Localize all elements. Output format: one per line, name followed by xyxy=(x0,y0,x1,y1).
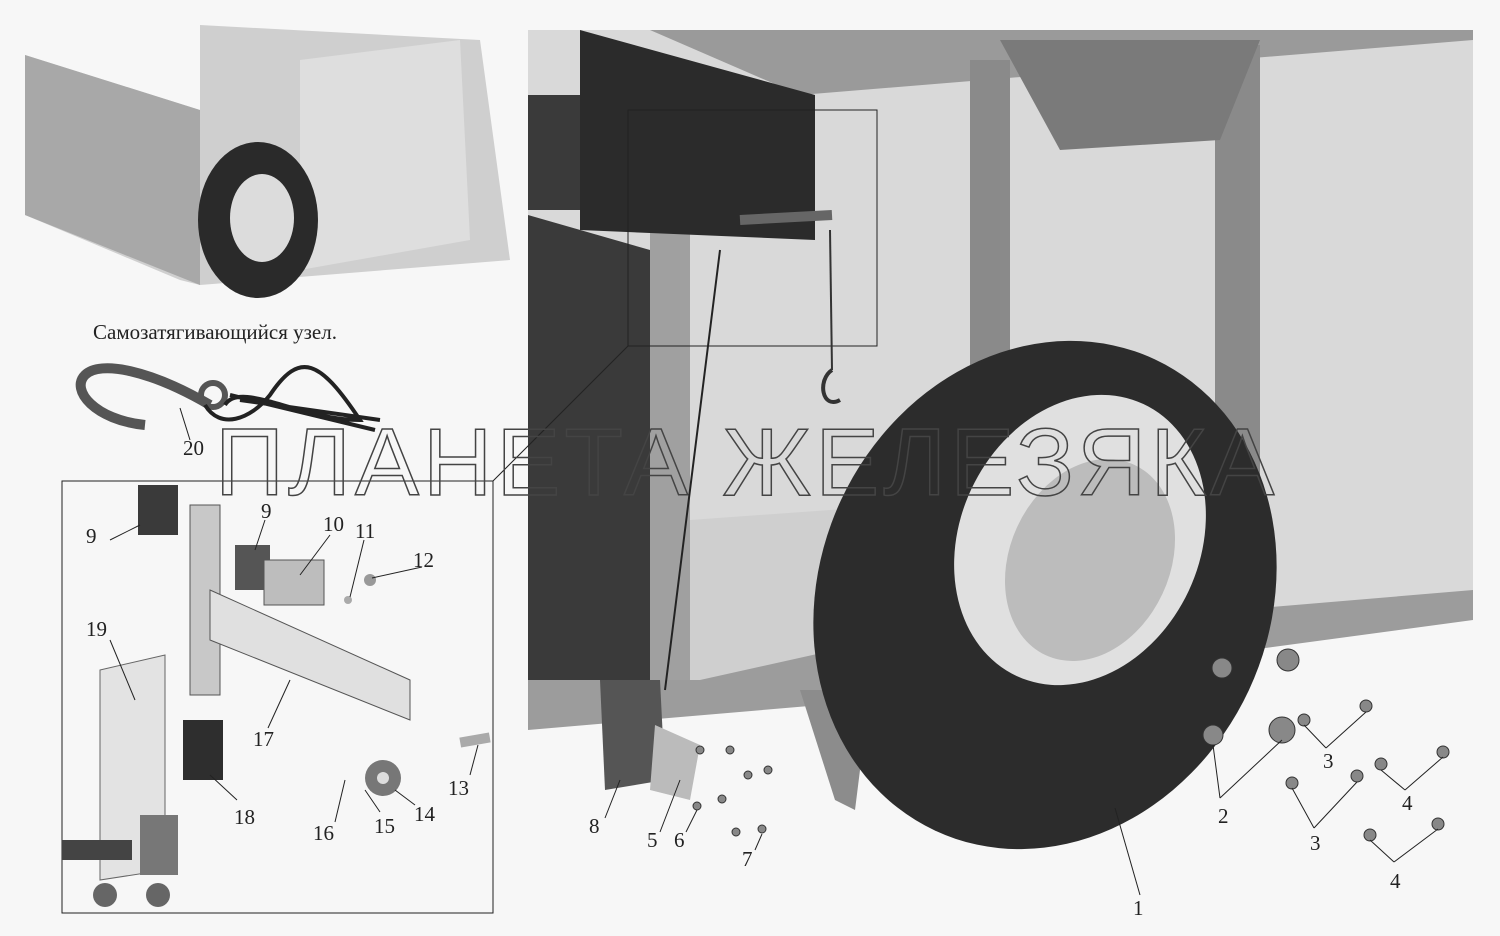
callout-labels: 1 2 3 3 4 4 5 6 7 8 9 9 10 11 12 13 14 1… xyxy=(86,436,1413,920)
detail-parts xyxy=(62,485,491,907)
callout-14: 14 xyxy=(414,802,436,826)
callout-15: 15 xyxy=(374,814,395,838)
callout-10: 10 xyxy=(323,512,344,536)
callout-12: 12 xyxy=(413,548,434,572)
callout-9: 9 xyxy=(86,524,97,548)
hook-with-knot xyxy=(75,363,381,441)
callout-3: 3 xyxy=(1310,831,1321,855)
callout-6: 6 xyxy=(674,828,685,852)
callout-2: 2 xyxy=(1218,804,1229,828)
callout-19: 19 xyxy=(86,617,107,641)
detail-box xyxy=(61,480,494,914)
overview-inset xyxy=(25,25,510,298)
watermark: ПЛАНЕТА ЖЕЛЕЗЯКА xyxy=(215,409,1278,516)
callout-8: 8 xyxy=(589,814,600,838)
callout-17: 17 xyxy=(253,727,274,751)
callout-13: 13 xyxy=(448,776,469,800)
callout-11: 11 xyxy=(355,519,375,543)
callout-7: 7 xyxy=(742,847,753,871)
callout-9: 9 xyxy=(261,499,272,523)
callout-3: 3 xyxy=(1323,749,1334,773)
main-view xyxy=(528,30,1473,896)
callout-16: 16 xyxy=(313,821,334,845)
knot-caption: Самозатягивающийся узел. xyxy=(93,320,337,344)
callout-1: 1 xyxy=(1133,896,1144,920)
callout-18: 18 xyxy=(234,805,255,829)
callout-20: 20 xyxy=(183,436,204,460)
callout-4: 4 xyxy=(1390,869,1401,893)
callout-5: 5 xyxy=(647,828,658,852)
callout-4: 4 xyxy=(1402,791,1413,815)
